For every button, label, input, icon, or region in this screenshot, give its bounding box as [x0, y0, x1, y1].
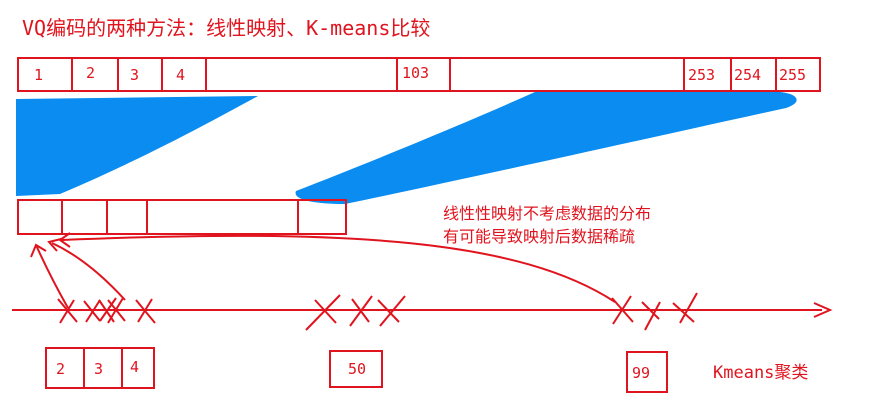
kmeans-box — [329, 350, 383, 388]
top-bar: 1 2 3 4 103 253 254 255 — [17, 57, 821, 92]
arrow-curve — [51, 242, 126, 301]
top-cell-label: 2 — [86, 64, 95, 82]
data-point-cross — [672, 292, 698, 324]
arrow-curve — [61, 234, 616, 303]
data-point-cross — [611, 295, 634, 325]
data-point-cross — [349, 295, 373, 327]
top-cell-label: 103 — [402, 64, 429, 82]
data-point-cross — [641, 301, 661, 331]
kmeans-box-label: 99 — [632, 364, 650, 382]
kmeans-box — [626, 351, 668, 393]
data-point-cross — [305, 294, 341, 331]
data-point-cross — [377, 295, 406, 327]
top-cell-label: 253 — [688, 66, 715, 84]
data-points — [57, 292, 698, 331]
kmeans-box-label: 50 — [348, 360, 366, 378]
linear-mapping-note-line2: 有可能导致映射后数据稀疏 — [443, 227, 636, 246]
top-cell-label: 4 — [176, 66, 185, 84]
data-point-cross — [57, 298, 78, 324]
middle-bar — [17, 199, 347, 235]
arrow-head — [30, 243, 47, 258]
kmeans-boxes: 2 3 4 50 99 — [45, 347, 668, 393]
mapping-arrows — [30, 232, 616, 309]
number-line-arrowhead — [813, 302, 833, 318]
top-bar-frame — [17, 57, 821, 92]
data-point-cross — [107, 297, 126, 324]
arrow-head — [58, 232, 71, 248]
data-point-cross — [83, 299, 101, 323]
diagram-title: VQ编码的两种方法：线性映射、K-means比较 — [22, 16, 431, 40]
kmeans-box-label: 3 — [94, 360, 103, 378]
top-cell-label: 254 — [734, 66, 761, 84]
kmeans-box-group — [45, 347, 155, 389]
top-cell-label: 3 — [130, 66, 139, 84]
top-cell-label: 255 — [779, 66, 806, 84]
middle-bar-frame — [17, 199, 347, 235]
linear-mapping-fill-right — [295, 92, 797, 204]
kmeans-box-label: 4 — [130, 358, 139, 376]
top-cell-label: 1 — [34, 66, 43, 84]
arrow-curve — [35, 244, 69, 309]
arrow-head — [47, 238, 62, 252]
kmeans-label: Kmeans聚类 — [713, 363, 808, 383]
linear-mapping-fill-left — [16, 96, 258, 196]
linear-mapping-note-line1: 线性性映射不考虑数据的分布 — [443, 204, 652, 223]
data-point-cross — [135, 298, 156, 324]
kmeans-box-label: 2 — [56, 360, 65, 378]
